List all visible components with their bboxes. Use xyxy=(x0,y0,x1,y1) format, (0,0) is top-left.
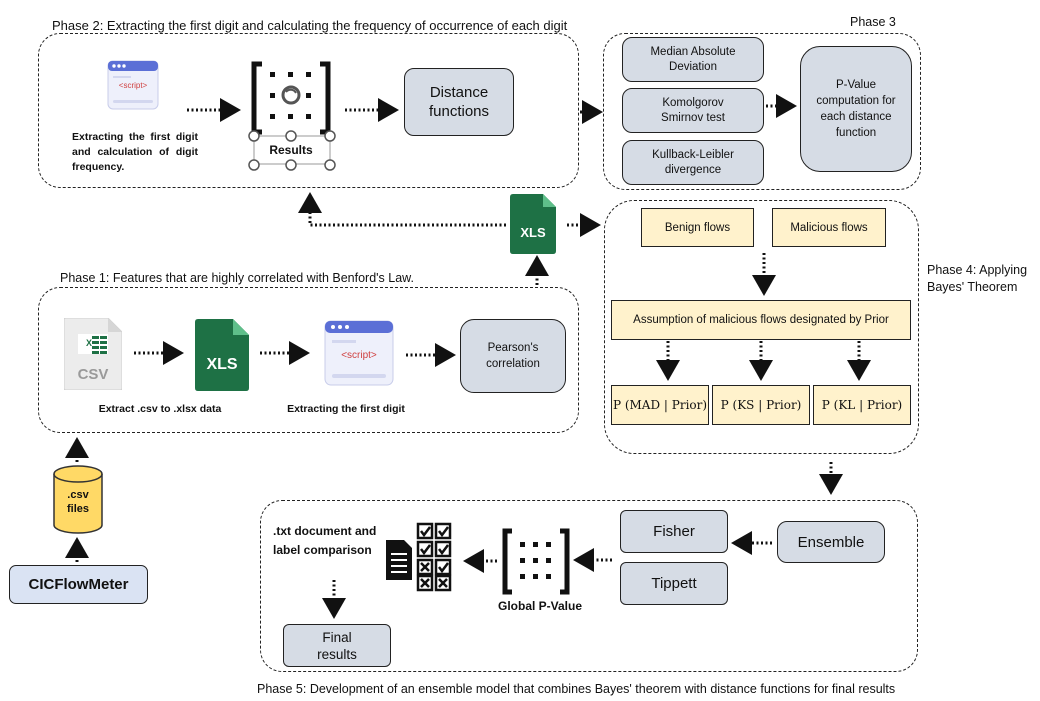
phase2-container xyxy=(38,33,579,188)
results-label: Results xyxy=(269,143,313,157)
ks-box: Komolgorov Smirnov test xyxy=(622,88,764,133)
assumption-box: Assumption of malicious flows designated… xyxy=(611,300,911,340)
xls-icon-middle xyxy=(510,194,556,254)
final-results-box: Final results xyxy=(283,624,391,667)
kl-box: Kullback-Leibler divergence xyxy=(622,140,764,185)
xls-icon-phase1-text: XLS xyxy=(206,356,238,373)
txt-doc-label: .txt document and label comparison xyxy=(273,524,377,557)
pearson-box: Pearson's correlation xyxy=(460,319,566,393)
caption-extract-csv: Extract .csv to .xlsx data xyxy=(98,403,222,415)
p-mad-box: P (MAD | Prior) xyxy=(611,385,709,425)
global-pvalue-label: Global P-Value xyxy=(497,599,583,613)
global-pvalue-bracket-icon xyxy=(500,528,572,596)
ensemble-box: Ensemble xyxy=(777,521,885,563)
caption-first-digit: Extracting the first digit xyxy=(287,403,405,415)
document-checklist-icon xyxy=(384,522,456,592)
distance-functions-box: Distance functions xyxy=(404,68,514,136)
fisher-box: Fisher xyxy=(620,510,728,553)
csv-files-label: .csv files xyxy=(66,489,89,515)
phase3-title: Phase 3 xyxy=(850,15,896,29)
phase1-title: Phase 1: Features that are highly correl… xyxy=(60,271,414,285)
script-icon-phase1 xyxy=(324,320,394,386)
phase4-container xyxy=(604,200,919,454)
script-icon-text: <script> xyxy=(118,81,148,90)
p-kl-box: P (KL | Prior) xyxy=(813,385,911,425)
phase2-caption: Extracting the first digit and calculati… xyxy=(72,131,198,173)
malicious-flows-box: Malicious flows xyxy=(772,208,886,247)
phase1-container xyxy=(38,287,579,433)
phase4-title: Phase 4: Applying Bayes' Theorem xyxy=(927,263,1028,294)
results-bracket-icon xyxy=(246,60,336,175)
csv-file-icon-text: CSV xyxy=(77,366,109,383)
xls-icon-phase1 xyxy=(195,319,249,391)
xls-icon-middle-text: XLS xyxy=(520,225,546,240)
svg-text:X: X xyxy=(86,338,92,348)
phase5-container xyxy=(260,500,918,672)
phase5-title: Phase 5: Development of an ensemble mode… xyxy=(257,682,896,696)
script-icon xyxy=(107,60,159,110)
csv-file-icon: X xyxy=(63,317,123,391)
tippett-box: Tippett xyxy=(620,562,728,605)
p-ks-box: P (KS | Prior) xyxy=(712,385,810,425)
phase3-container xyxy=(603,33,921,190)
benign-flows-box: Benign flows xyxy=(641,208,754,247)
script-icon-phase1-text: <script> xyxy=(341,350,377,361)
cicflowmeter-box: CICFlowMeter xyxy=(9,565,148,604)
csv-files-cylinder-icon xyxy=(53,465,103,535)
mad-box: Median Absolute Deviation xyxy=(622,37,764,82)
phase2-title: Phase 2: Extracting the first digit and … xyxy=(52,18,568,33)
pvalue-box: P-Value computation for each distance fu… xyxy=(800,46,912,172)
